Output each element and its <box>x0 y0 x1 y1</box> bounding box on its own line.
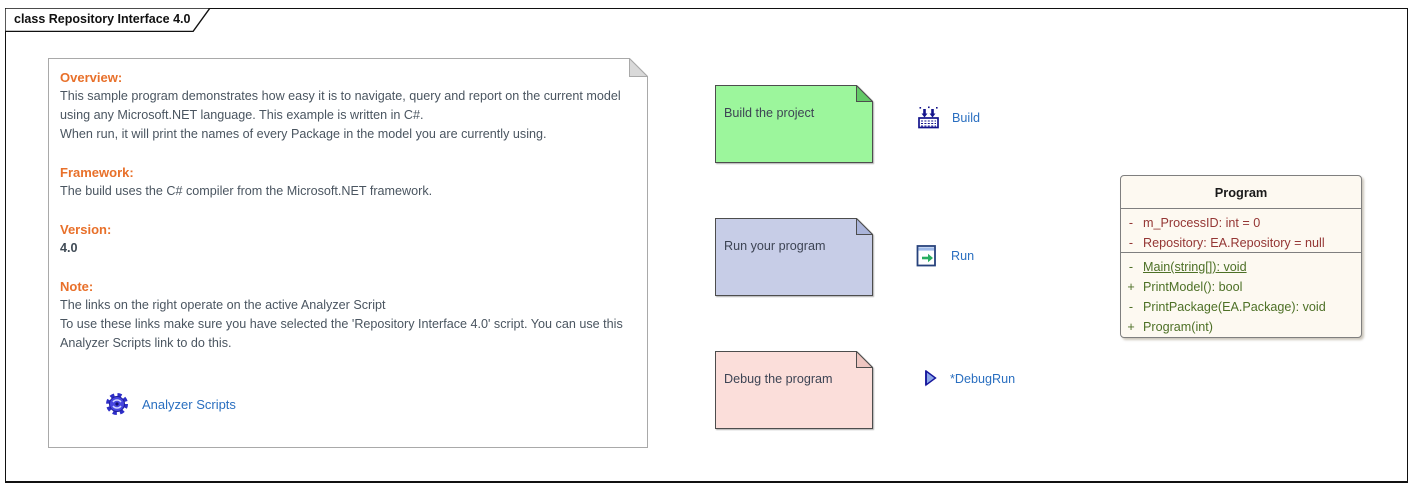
note-shape <box>48 58 648 448</box>
section-overview-heading: Overview: <box>60 70 123 85</box>
section-note-paragraph: To use these links make sure you have se… <box>60 317 623 350</box>
section-note-paragraph: The links on the right operate on the ac… <box>60 298 386 312</box>
operation-row: + Program(int) <box>1121 317 1361 337</box>
class-attributes-compartment: - m_ProcessID: int = 0 - Repository: EA.… <box>1121 209 1361 253</box>
run-link[interactable]: Run <box>916 244 974 268</box>
attribute-signature: m_ProcessID: int = 0 <box>1143 216 1261 230</box>
attribute-row: - Repository: EA.Repository = null <box>1121 233 1361 253</box>
operation-row: - Main(string[]): void <box>1121 257 1361 277</box>
operation-visibility: - <box>1128 260 1134 274</box>
build-icon[interactable] <box>917 106 940 130</box>
debug-run-link-label: *DebugRun <box>950 371 1016 386</box>
section-overview: Overview: This sample program demonstrat… <box>60 68 638 144</box>
note-debug-program[interactable]: Debug the program <box>715 351 873 429</box>
overview-note-content: Overview: This sample program demonstrat… <box>60 68 638 372</box>
build-link-label: Build <box>952 111 981 125</box>
note-shape <box>715 351 873 429</box>
section-framework-paragraph: The build uses the C# compiler from the … <box>60 184 433 198</box>
note-text: Run your program <box>724 239 826 253</box>
analyzer-scripts-label: Analyzer Scripts <box>142 396 236 412</box>
build-link[interactable]: Build <box>917 106 980 130</box>
run-icon[interactable] <box>916 244 937 268</box>
frame-label-shape <box>5 8 211 32</box>
section-overview-paragraph: When run, it will print the names of eve… <box>60 127 547 141</box>
note-text: Build the project <box>724 106 815 120</box>
overview-note[interactable]: Overview: This sample program demonstrat… <box>48 58 648 448</box>
attribute-row: - m_ProcessID: int = 0 <box>1121 213 1361 233</box>
frame-title: class Repository Interface 4.0 <box>14 12 191 26</box>
note-run-program[interactable]: Run your program <box>715 218 873 296</box>
operation-visibility: - <box>1128 300 1134 314</box>
attribute-visibility: - <box>1128 216 1134 230</box>
attribute-signature: Repository: EA.Repository = null <box>1143 236 1325 250</box>
note-shape <box>715 85 873 163</box>
section-version-heading: Version: <box>60 222 112 237</box>
operation-row: + PrintModel(): bool <box>1121 277 1361 297</box>
operation-signature: Main(string[]): void <box>1143 260 1247 274</box>
attribute-visibility: - <box>1128 236 1134 250</box>
operation-visibility: + <box>1127 320 1135 334</box>
operation-visibility: + <box>1127 280 1135 294</box>
analyzer-scripts-link[interactable]: Analyzer Scripts <box>105 392 236 416</box>
analyzer-scripts-icon[interactable] <box>105 392 129 416</box>
operation-row: - PrintPackage(EA.Package): void <box>1121 297 1361 317</box>
debug-run-link[interactable]: *DebugRun <box>925 370 1015 387</box>
operation-signature: PrintModel(): bool <box>1143 280 1243 294</box>
note-build-project[interactable]: Build the project <box>715 85 873 163</box>
section-framework-heading: Framework: <box>60 165 134 180</box>
operation-signature: Program(int) <box>1143 320 1213 334</box>
section-note-heading: Note: <box>60 279 94 294</box>
section-overview-paragraph: This sample program demonstrates how eas… <box>60 89 621 122</box>
note-shape <box>715 218 873 296</box>
section-framework: Framework: The build uses the C# compile… <box>60 163 638 201</box>
section-note: Note: The links on the right operate on … <box>60 277 638 353</box>
diagram-frame-label: class Repository Interface 4.0 <box>5 8 211 32</box>
section-version: Version: 4.0 <box>60 220 638 258</box>
section-version-value: 4.0 <box>60 241 78 255</box>
class-title: Program <box>1121 176 1361 209</box>
note-text: Debug the program <box>724 372 833 386</box>
operation-signature: PrintPackage(EA.Package): void <box>1143 300 1326 314</box>
class-program[interactable]: Program - m_ProcessID: int = 0 - Reposit… <box>1120 175 1362 338</box>
run-link-label: Run <box>951 249 975 263</box>
class-operations-compartment: - Main(string[]): void + PrintModel(): b… <box>1121 253 1361 337</box>
debug-run-icon[interactable] <box>925 370 937 387</box>
